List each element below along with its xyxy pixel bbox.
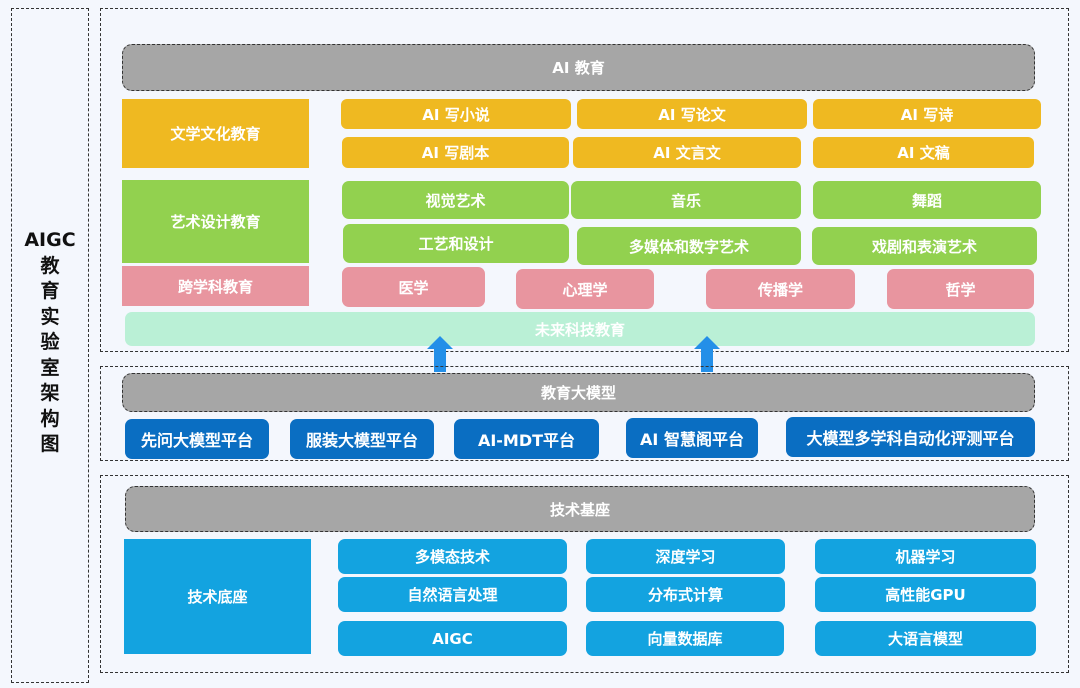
future-tech-education: 未来科技教育	[125, 312, 1035, 346]
platform-item: 大模型多学科自动化评测平台	[786, 417, 1035, 457]
interdisciplinary-item: 传播学	[706, 269, 855, 309]
title-line: AIGC	[24, 229, 76, 251]
interdisciplinary-item: 哲学	[887, 269, 1034, 309]
art-design-category: 艺术设计教育	[122, 180, 309, 263]
tech-base-section	[100, 475, 1069, 673]
art-design-item: 舞蹈	[813, 181, 1041, 219]
title-line: 育	[40, 280, 60, 302]
tech-item: 自然语言处理	[338, 577, 567, 612]
platform-item: AI 智慧阁平台	[626, 418, 758, 458]
literature-item: AI 写小说	[341, 99, 571, 129]
platform-item: 先问大模型平台	[125, 419, 269, 459]
title-line: 验	[40, 331, 60, 353]
ai-education-header: AI 教育	[122, 44, 1035, 91]
tech-base-category: 技术底座	[124, 539, 311, 654]
literature-item: AI 文稿	[813, 137, 1034, 168]
tech-item: 深度学习	[586, 539, 785, 574]
title-line: 教	[40, 254, 60, 277]
tech-item: AIGC	[338, 621, 567, 656]
tech-item: 向量数据库	[586, 621, 784, 656]
title-line: 构	[40, 407, 60, 430]
literature-item: AI 写论文	[577, 99, 807, 129]
tech-base-header: 技术基座	[125, 486, 1035, 532]
arrow-up-icon	[694, 336, 720, 372]
edu-model-section	[100, 366, 1069, 461]
art-design-item: 音乐	[571, 181, 801, 219]
literature-category: 文学文化教育	[122, 99, 309, 168]
art-design-item: 工艺和设计	[343, 224, 569, 263]
platform-item: AI-MDT平台	[454, 419, 599, 459]
interdisciplinary-item: 心理学	[516, 269, 654, 309]
title-panel	[11, 8, 89, 683]
tech-item: 分布式计算	[586, 577, 785, 612]
art-design-item: 多媒体和数字艺术	[577, 227, 801, 265]
edu-model-header: 教育大模型	[122, 373, 1035, 412]
art-design-item: 戏剧和表演艺术	[812, 227, 1037, 265]
literature-item: AI 写剧本	[342, 137, 569, 168]
literature-item: AI 写诗	[813, 99, 1041, 129]
tech-item: 机器学习	[815, 539, 1036, 574]
title-line: 图	[40, 433, 60, 455]
interdisciplinary-category: 跨学科教育	[122, 266, 309, 306]
interdisciplinary-item: 医学	[342, 267, 485, 307]
literature-item: AI 文言文	[573, 137, 801, 168]
ai-education-section	[100, 8, 1069, 352]
diagram-title: AIGC 教 育 实 验 室 架 构 图	[10, 228, 90, 458]
tech-item: 大语言模型	[815, 621, 1036, 656]
title-line: 架	[40, 382, 60, 404]
platform-item: 服装大模型平台	[290, 419, 434, 459]
title-line: 实	[40, 305, 60, 328]
art-design-item: 视觉艺术	[342, 181, 569, 219]
arrow-up-icon	[427, 336, 453, 372]
title-line: 室	[40, 356, 60, 379]
tech-item: 高性能GPU	[815, 577, 1036, 612]
tech-item: 多模态技术	[338, 539, 567, 574]
